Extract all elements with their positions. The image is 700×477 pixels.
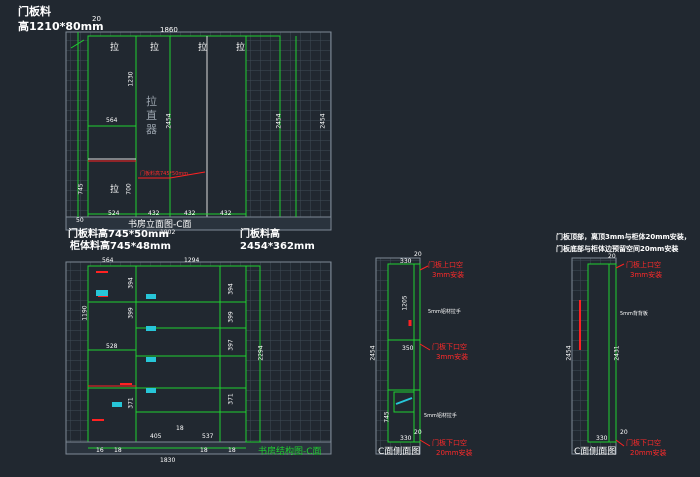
vertical-text-2: 直 [146, 109, 157, 122]
struct-dim-16: 16 [96, 447, 104, 454]
struct-dim-1190: 1190 [81, 305, 89, 321]
front-dim-745: 745 [77, 183, 85, 195]
struct-dim-405: 405 [150, 433, 162, 440]
front-dim-top-1860: 1860 [160, 26, 178, 34]
front-dim-bottom-432-c: 432 [220, 210, 232, 217]
side-c-note-5: 3mm安装 [436, 353, 469, 361]
front-dim-2454-b: 2454 [275, 113, 283, 129]
structure-caption: 书房结构图-C面 [258, 447, 322, 457]
front-dim-564: 564 [106, 117, 118, 124]
side-c-dim-350: 350 [402, 345, 414, 352]
struct-dim-2294: 2294 [257, 345, 265, 361]
door-glyph: 拉 [110, 43, 120, 53]
front-label-right-1: 门板料高 [240, 229, 280, 240]
front-elevation-caption: 书房立面图-C面 [128, 220, 192, 230]
side-c-dim-2454: 2454 [369, 345, 377, 361]
side-c-dim-20-bottom: 20 [414, 429, 422, 436]
header-subtitle: 高1210*80mm [18, 20, 104, 33]
struct-dim-394-b: 394 [227, 283, 235, 295]
struct-dim-528: 528 [106, 343, 118, 350]
front-dim-bottom-50: 50 [76, 217, 84, 224]
side-d-note-4: 门板下口空 [626, 439, 661, 447]
struct-dim-1830: 1830 [160, 457, 176, 464]
struct-dim-537: 537 [202, 433, 214, 440]
side-d-dim-20-top: 20 [608, 253, 616, 260]
front-dim-top-20: 20 [92, 15, 101, 23]
side-c-dim-330-top: 330 [400, 258, 412, 265]
side-d-dim-330: 330 [596, 435, 608, 442]
front-label-left-2: 柜体料高745*48mm [70, 241, 171, 252]
front-label-right-2: 2454*362mm [240, 241, 315, 252]
front-dim-700: 700 [125, 183, 133, 195]
front-dim-bottom-432-b: 432 [184, 210, 196, 217]
front-dim-1902: 1902 [160, 229, 176, 236]
side-c-dim-1205: 1205 [401, 295, 409, 311]
struct-dim-371-a: 371 [127, 397, 135, 409]
struct-dim-399-a: 399 [127, 307, 135, 319]
side-c-dim-330-bottom: 330 [400, 435, 412, 442]
vertical-text-3: 器 [146, 123, 157, 136]
struct-dim-371-b: 371 [227, 393, 235, 405]
side-section-c [375, 257, 431, 455]
side-d-header-1: 门板顶部，离顶3mm与柜体20mm安装， [556, 233, 691, 241]
side-c-dim-745: 745 [383, 411, 391, 423]
side-d-note-1: 门板上口空 [626, 261, 661, 269]
header-title: 门板料 [18, 5, 51, 18]
side-d-header-2: 门板底部与柜体边预留空间20mm安装 [556, 245, 679, 253]
struct-dim-18-c: 18 [228, 447, 236, 454]
side-d-dim-2454: 2454 [565, 345, 573, 361]
side-d-dim-2431: 2431 [613, 345, 621, 361]
side-d-note-5: 20mm安装 [630, 449, 667, 457]
door-glyph: 拉 [110, 185, 120, 195]
front-dim-2454-c: 2454 [319, 113, 327, 129]
side-c-caption: C面侧面图 [378, 447, 421, 457]
struct-dim-1294: 1294 [184, 257, 200, 264]
struct-dim-399-b: 399 [227, 311, 235, 323]
side-c-note-3: 5mm铝材拉手 [428, 309, 461, 315]
struct-dim-18-b: 18 [200, 447, 208, 454]
side-section-d [571, 257, 625, 455]
side-c-note-8: 20mm安装 [436, 449, 473, 457]
struct-dim-394-a: 394 [127, 277, 135, 289]
side-c-note-6: 5mm铝材拉手 [424, 413, 457, 419]
door-glyph: 拉 [236, 43, 246, 53]
struct-dim-397: 397 [227, 339, 235, 351]
side-d-dim-20-bottom: 20 [620, 429, 628, 436]
front-dim-1230: 1230 [127, 71, 135, 87]
structure-drawing [65, 261, 332, 455]
side-c-note-4: 门板下口空 [432, 343, 467, 351]
front-dim-2454-a: 2454 [165, 113, 173, 129]
front-label-left-1: 门板料高745*50mm [68, 229, 169, 240]
front-dim-bottom-524: 524 [108, 210, 120, 217]
vertical-text-1: 拉 [146, 95, 157, 108]
side-d-note-3: 5mm背背板 [620, 311, 648, 317]
side-c-dim-20-top: 20 [414, 251, 422, 258]
side-c-note-1: 门板上口空 [428, 261, 463, 269]
front-elevation [65, 31, 332, 231]
door-glyph: 拉 [150, 43, 160, 53]
side-d-caption: C面侧面图 [574, 447, 617, 457]
side-d-note-2: 3mm安装 [630, 271, 663, 279]
door-glyph: 拉 [198, 43, 208, 53]
struct-dim-18-a: 18 [176, 425, 184, 432]
side-c-note-2: 3mm安装 [432, 271, 465, 279]
side-c-note-7: 门板下口空 [432, 439, 467, 447]
front-dim-bottom-432-a: 432 [148, 210, 160, 217]
struct-dim-18-d: 18 [114, 447, 122, 454]
front-red-note: 门板料高745*50mm [140, 171, 189, 177]
struct-dim-564: 564 [102, 257, 114, 264]
